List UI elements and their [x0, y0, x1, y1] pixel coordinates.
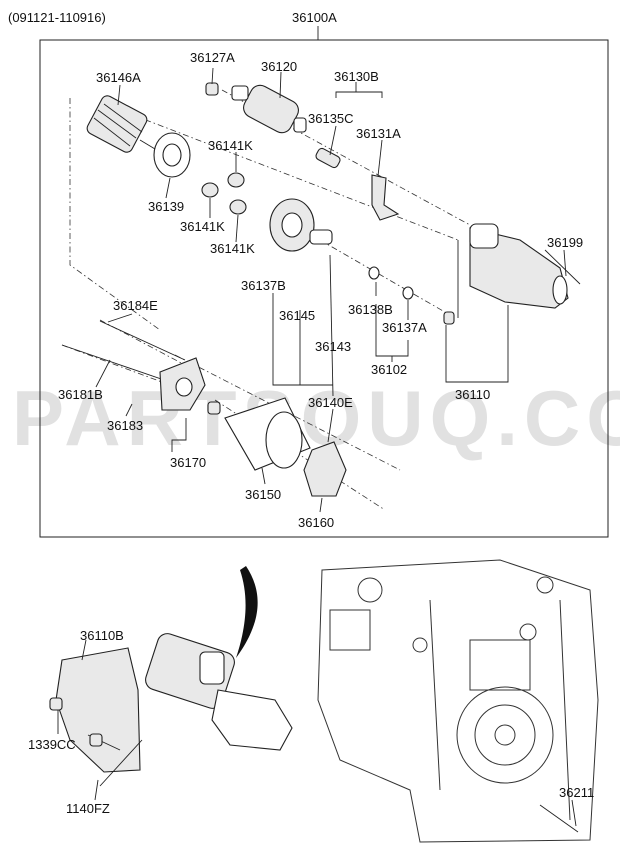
callout-36138B[interactable]: 36138B [348, 302, 393, 317]
direction-arrow [236, 566, 258, 658]
gear-part [229, 199, 247, 215]
nut-part [205, 82, 219, 96]
callout-36127A[interactable]: 36127A [190, 50, 235, 65]
callout-1140FZ[interactable]: 1140FZ [66, 801, 110, 816]
bushing-part [443, 311, 455, 325]
callout-36141K-b[interactable]: 36141K [180, 219, 225, 234]
callout-36130B[interactable]: 36130B [334, 69, 379, 84]
callout-36140E[interactable]: 36140E [308, 395, 353, 410]
callout-36131A[interactable]: 36131A [356, 126, 401, 141]
assembly-frame [39, 39, 609, 538]
starter-installed-part [55, 633, 293, 773]
callout-36145[interactable]: 36145 [279, 308, 315, 323]
callout-36183[interactable]: 36183 [107, 418, 143, 433]
callout-36181B[interactable]: 36181B [58, 387, 103, 402]
through-bolt-part [61, 344, 171, 383]
callout-36146A[interactable]: 36146A [96, 70, 141, 85]
front-housing-part [469, 223, 569, 309]
yoke-part [224, 397, 311, 471]
callout-36110B[interactable]: 36110B [80, 628, 124, 643]
engine-block-part [317, 559, 599, 843]
gear-part [227, 172, 245, 188]
callout-36110[interactable]: 36110 [455, 387, 490, 402]
callout-36160[interactable]: 36160 [298, 515, 334, 530]
gear-part [201, 182, 219, 198]
bolt-part [89, 733, 103, 747]
callout-36141K-a[interactable]: 36141K [208, 138, 253, 153]
through-bolt-part [99, 320, 186, 361]
callout-36137B[interactable]: 36137B [241, 278, 286, 293]
lever-part [371, 174, 400, 221]
callout-36199[interactable]: 36199 [547, 235, 583, 250]
callout-36102[interactable]: 36102 [371, 362, 407, 377]
callout-36139[interactable]: 36139 [148, 199, 184, 214]
plunger-part [315, 147, 341, 169]
clutch-part [269, 198, 333, 252]
callout-36211[interactable]: 36211 [559, 785, 594, 800]
callout-36137A[interactable]: 36137A [382, 320, 427, 335]
callout-1339CC[interactable]: 1339CC [28, 737, 76, 752]
date-range-label: (091121-110916) [8, 10, 106, 25]
bolt-part [539, 804, 579, 833]
callout-36141K-c[interactable]: 36141K [210, 241, 255, 256]
assembly-code-label[interactable]: 36100A [292, 10, 337, 25]
callout-36120[interactable]: 36120 [261, 59, 297, 74]
ring-part [368, 266, 380, 280]
armature-part [86, 95, 161, 153]
callout-36135C[interactable]: 36135C [308, 111, 354, 126]
callout-leaders [95, 67, 567, 513]
callout-36150[interactable]: 36150 [245, 487, 281, 502]
callout-36170[interactable]: 36170 [170, 455, 206, 470]
solenoid-part [231, 84, 307, 134]
callout-36184E[interactable]: 36184E [113, 298, 158, 313]
brush-holder-part [303, 441, 347, 497]
ring-part [402, 286, 414, 300]
bolt-part [544, 249, 581, 285]
watermark: PARTSOUQ.COM [12, 374, 620, 462]
callout-36143[interactable]: 36143 [315, 339, 351, 354]
bolt-part [49, 697, 63, 711]
